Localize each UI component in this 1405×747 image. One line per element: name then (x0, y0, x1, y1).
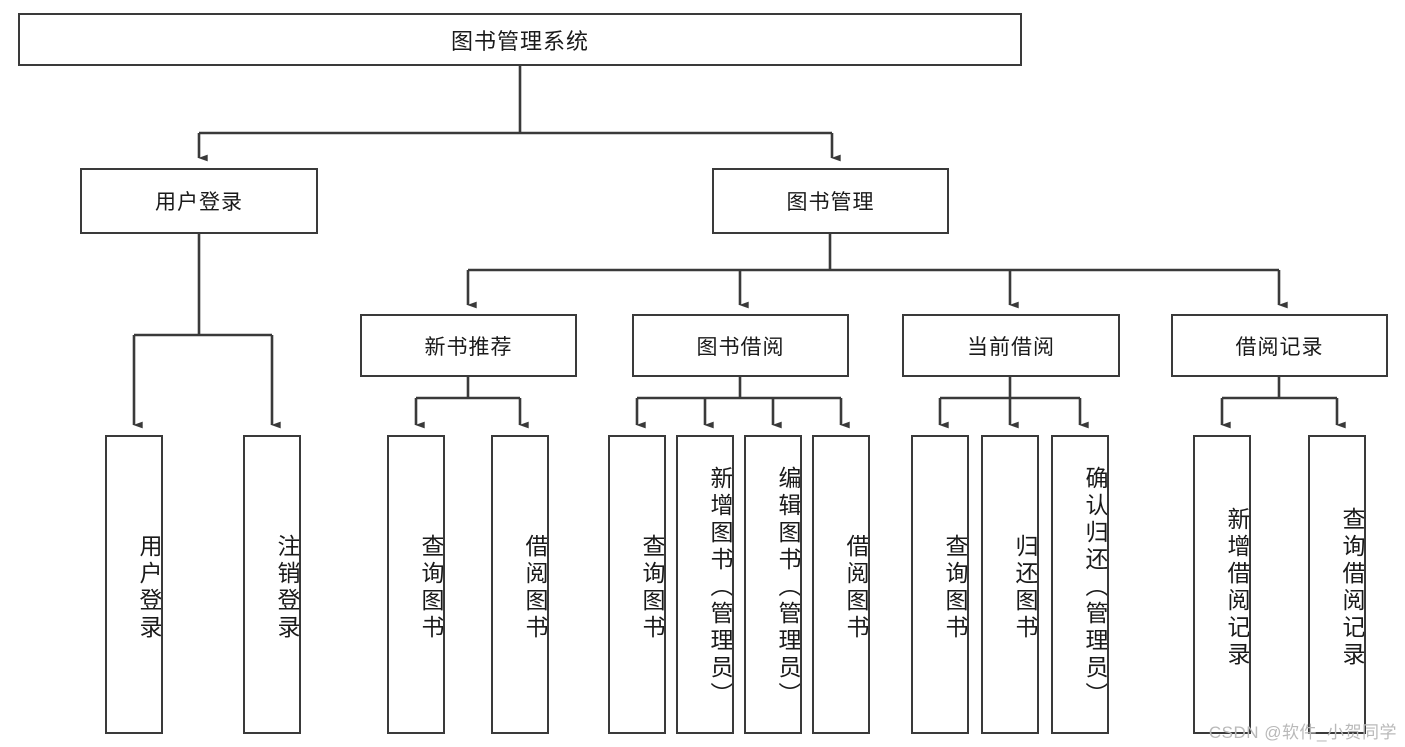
node-label: 借阅记录 (1235, 335, 1324, 359)
node-label: 查询图书 (418, 533, 444, 642)
node-leaf-query-book-recommend[interactable]: 查询图书 (387, 435, 445, 734)
node-label: 注销登录 (274, 533, 300, 642)
node-leaf-query-borrow-record[interactable]: 查询借阅记录 (1308, 435, 1366, 734)
node-label: 查询图书 (639, 533, 665, 642)
node-root-book-management-system[interactable]: 图书管理系统 (18, 13, 1022, 66)
node-label: 用户登录 (155, 191, 243, 214)
node-user-login[interactable]: 用户登录 (80, 168, 318, 234)
node-current-borrow[interactable]: 当前借阅 (902, 314, 1120, 377)
node-leaf-user-login[interactable]: 用户登录 (105, 435, 163, 734)
node-book-borrow[interactable]: 图书借阅 (632, 314, 849, 377)
node-new-book-recommend[interactable]: 新书推荐 (360, 314, 577, 377)
node-label: 新书推荐 (424, 335, 513, 359)
node-label: 新增图书（管理员） (707, 466, 733, 709)
node-label: 确认归还（管理员） (1082, 466, 1108, 709)
node-leaf-borrow-book[interactable]: 借阅图书 (812, 435, 870, 734)
node-label: 新增借阅记录 (1224, 506, 1250, 669)
node-label: 归还图书 (1012, 533, 1038, 642)
node-leaf-edit-book-admin[interactable]: 编辑图书（管理员） (744, 435, 802, 734)
node-leaf-query-book-borrow[interactable]: 查询图书 (608, 435, 666, 734)
node-book-management[interactable]: 图书管理 (712, 168, 949, 234)
node-label: 当前借阅 (967, 335, 1055, 359)
node-label: 借阅图书 (843, 533, 869, 642)
node-label: 图书管理系统 (450, 28, 589, 54)
node-leaf-query-book-current[interactable]: 查询图书 (911, 435, 969, 734)
node-label: 编辑图书（管理员） (775, 466, 801, 709)
node-leaf-confirm-return-admin[interactable]: 确认归还（管理员） (1051, 435, 1109, 734)
node-label: 图书借阅 (696, 335, 785, 359)
node-leaf-add-borrow-record[interactable]: 新增借阅记录 (1193, 435, 1251, 734)
node-leaf-add-book-admin[interactable]: 新增图书（管理员） (676, 435, 734, 734)
node-leaf-logout-login[interactable]: 注销登录 (243, 435, 301, 734)
node-leaf-return-book[interactable]: 归还图书 (981, 435, 1039, 734)
node-borrow-record[interactable]: 借阅记录 (1171, 314, 1388, 377)
node-label: 用户登录 (136, 533, 162, 642)
node-leaf-borrow-book-recommend[interactable]: 借阅图书 (491, 435, 549, 734)
node-label: 图书管理 (786, 191, 875, 214)
csdn-watermark: CSDN @软件_小贺同学 (1208, 723, 1397, 742)
node-label: 查询借阅记录 (1339, 506, 1365, 669)
node-label: 借阅图书 (522, 533, 548, 642)
node-label: 查询图书 (942, 533, 968, 642)
